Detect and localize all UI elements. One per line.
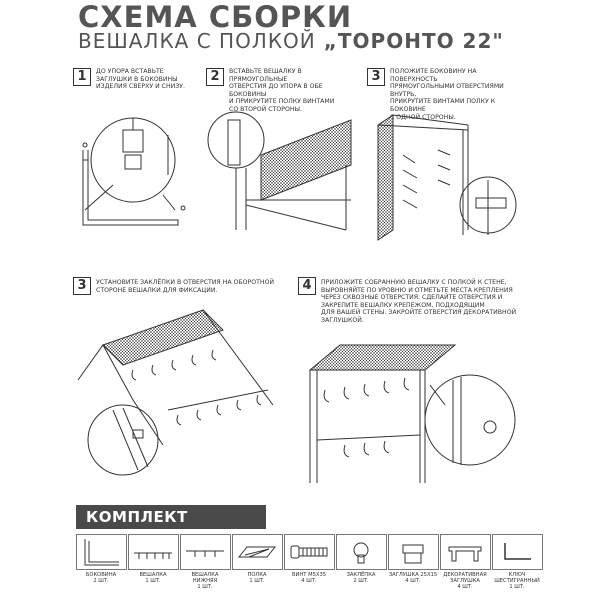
shelf-icon	[237, 546, 276, 558]
kit-item-side-panel	[76, 534, 127, 570]
subtitle-text: ВЕШАЛКА С ПОЛКОЙ	[78, 29, 316, 53]
kit-items-row	[76, 534, 544, 570]
kit-title: КОМПЛЕКТ ПОСТАВКИ	[76, 505, 266, 550]
step-3-number: 3	[367, 68, 385, 86]
step-3b-number: 3	[73, 277, 91, 295]
hanger-icon	[133, 552, 172, 559]
step-3b-text: УСТАНОВИТЕ ЗАКЛЁПКИ В ОТВЕРСТИЯ НА ОБОРО…	[96, 279, 275, 294]
kit-item-lower-hanger	[179, 534, 231, 570]
step-2-number: 2	[206, 68, 224, 86]
step-4-number: 4	[298, 277, 316, 295]
hex-key-icon	[504, 543, 531, 560]
step-2-figure	[206, 105, 356, 235]
kit-label-screw: ВИНТ М5х354 шт.	[291, 572, 327, 584]
screw-icon	[290, 545, 328, 559]
kit-item-plug	[387, 534, 439, 570]
kit-item-decorative-plug	[439, 534, 491, 570]
kit-item-screw	[283, 534, 335, 570]
step-1-number: 1	[73, 68, 91, 86]
page-title: СХЕМА СБОРКИ	[78, 0, 353, 34]
kit-label-plug: ЗАГЛУШКА 25х154 шт.	[388, 572, 438, 584]
model-name: „ТОРОНТО 22"	[323, 29, 504, 53]
kit-item-rivet	[335, 534, 387, 570]
lower-hanger-icon	[185, 550, 224, 557]
kit-item-hex-key	[491, 534, 543, 570]
kit-item-shelf	[231, 534, 283, 570]
kit-item-hanger	[127, 534, 179, 570]
decorative-plug-icon	[448, 546, 482, 562]
step-4-figure	[305, 335, 520, 485]
step-3-figure	[368, 110, 518, 245]
page-subtitle: ВЕШАЛКА С ПОЛКОЙ „ТОРОНТО 22"	[78, 30, 504, 52]
rivet-icon	[353, 542, 369, 564]
side-panel-icon	[84, 539, 119, 566]
step-1-figure	[73, 100, 203, 230]
plug-icon	[402, 544, 424, 564]
step-4-text: ПРИЛОЖИТЕ СОБРАННУЮ ВЕШАЛКУ С ПОЛКОЙ К С…	[321, 279, 517, 324]
step-3b-figure	[73, 305, 283, 485]
